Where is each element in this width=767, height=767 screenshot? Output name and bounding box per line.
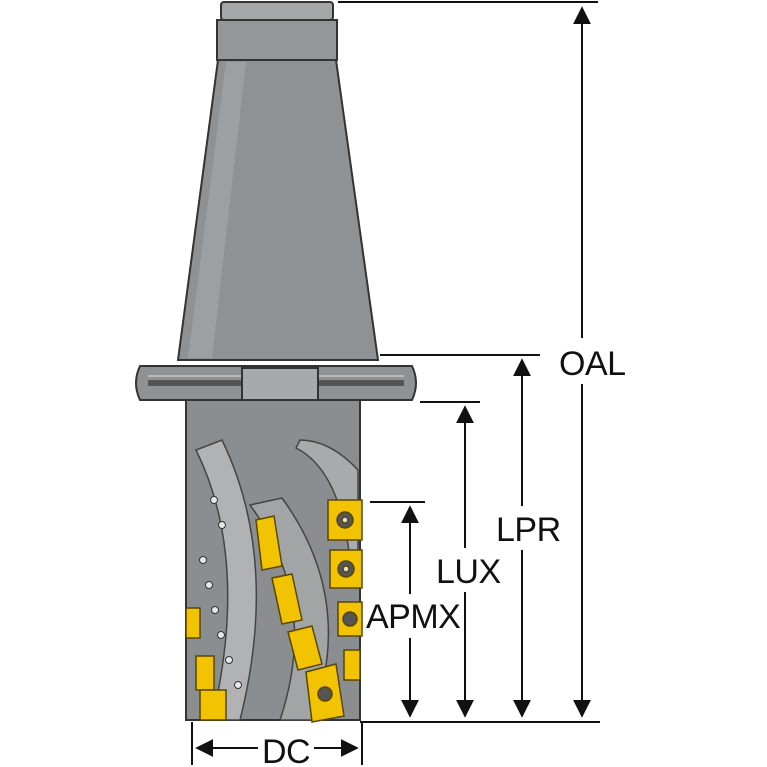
insert-left-1 [185,607,201,639]
label-dc: DC [262,733,310,767]
label-lpr: LPR [496,511,561,549]
insert-right-2 [329,549,363,589]
inserts [185,499,363,723]
taper-highlight [188,62,246,358]
flute-1 [194,439,258,721]
label-oal: OAL [559,345,626,383]
label-lux: LUX [436,553,501,591]
insert-mid-1 [255,515,283,571]
coolant-holes [199,496,242,689]
insert-right-3 [337,601,363,637]
insert-right-4 [343,649,361,681]
insert-mid-4 [305,663,345,723]
label-apmx: APMX [366,598,460,636]
insert-mid-3 [287,625,323,671]
insert-mid-2 [271,573,303,625]
insert-left-3 [199,689,227,721]
knob-neck [216,19,338,61]
retention-knob [220,1,334,21]
insert-right-1 [327,499,363,541]
tool-body [135,1,417,721]
insert-left-2 [195,655,215,691]
